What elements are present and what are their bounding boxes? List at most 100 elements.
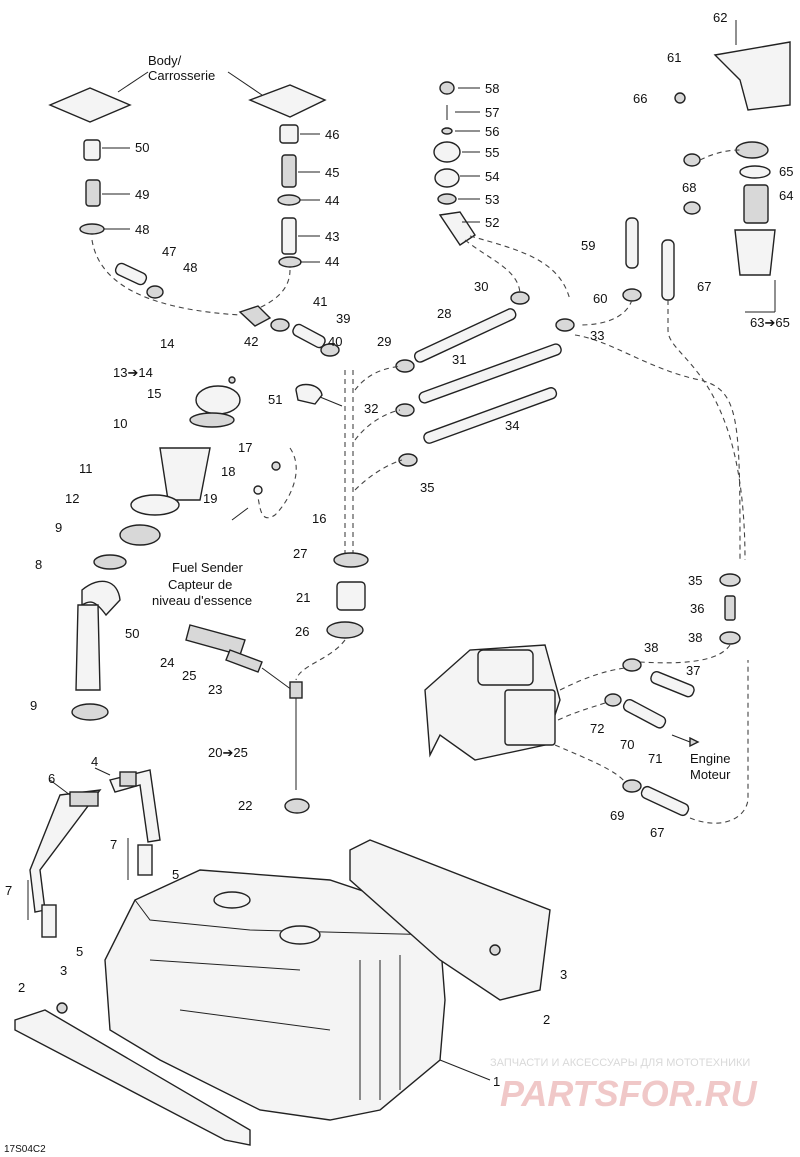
part-11: 11: [79, 461, 93, 476]
part-30: 30: [474, 279, 488, 294]
part-18: 18: [221, 464, 235, 479]
part-5a: 5: [172, 867, 179, 882]
part-46: 46: [325, 127, 339, 142]
part-44a: 44: [325, 193, 339, 208]
fuel-hoses-center: [354, 235, 741, 561]
part-33: 33: [590, 328, 604, 343]
part-57: 57: [485, 105, 499, 120]
part-65: 65: [779, 164, 793, 179]
part-5b: 5: [76, 944, 83, 959]
part-23: 23: [208, 682, 222, 697]
part-24: 24: [160, 655, 174, 670]
part-70: 70: [620, 737, 634, 752]
part-29: 29: [377, 334, 391, 349]
part-15: 15: [147, 386, 161, 401]
part-2b: 2: [543, 1012, 550, 1027]
part-4: 4: [91, 754, 98, 769]
part-38b: 38: [644, 640, 658, 655]
part-67a: 67: [697, 279, 711, 294]
part-1: 1: [493, 1074, 500, 1089]
body-label: Body/: [148, 53, 182, 68]
part-38a: 38: [688, 630, 702, 645]
part-50: 50: [135, 140, 149, 155]
part-61: 61: [667, 50, 681, 65]
part-12: 12: [65, 491, 79, 506]
part-48a: 48: [135, 222, 149, 237]
part-22: 22: [238, 798, 252, 813]
part-17: 17: [238, 440, 252, 455]
range-63-65: 63➔65: [750, 315, 790, 330]
part-40: 40: [328, 334, 342, 349]
part-69: 69: [610, 808, 624, 823]
carrosserie-label: Carrosserie: [148, 68, 215, 83]
vent-valve-left: [79, 139, 130, 235]
watermark-brand: PARTSFOR.RU: [500, 1073, 758, 1114]
fuel-valve: [433, 81, 480, 246]
part-14: 14: [160, 336, 174, 351]
part-21: 21: [296, 590, 310, 605]
part-64: 64: [779, 188, 793, 203]
engine-label: Engine: [690, 751, 730, 766]
part-71: 71: [648, 751, 662, 766]
filler-cap-assembly: [71, 376, 241, 721]
part-60: 60: [593, 291, 607, 306]
part-62: 62: [713, 10, 727, 25]
part-3a: 3: [60, 963, 67, 978]
part-34: 34: [505, 418, 519, 433]
tank-straps: [27, 767, 161, 938]
part-47: 47: [162, 244, 176, 259]
part-72: 72: [590, 721, 604, 736]
tank-supports: [14, 839, 551, 1146]
throttle-body-assembly: [424, 573, 749, 824]
part-42: 42: [244, 334, 258, 349]
part-7a: 7: [110, 837, 117, 852]
part-35b: 35: [688, 573, 702, 588]
part-2a: 2: [18, 980, 25, 995]
part-45: 45: [325, 165, 339, 180]
range-20-25: 20➔25: [208, 745, 248, 760]
part-39: 39: [336, 311, 350, 326]
part-27: 27: [293, 546, 307, 561]
filler-tether: [231, 447, 297, 521]
part-37: 37: [686, 663, 700, 678]
part-56: 56: [485, 124, 499, 139]
watermark-caption: ЗАПЧАСТИ И АКСЕССУАРЫ ДЛЯ МОТОТЕХНИКИ: [490, 1057, 750, 1069]
part-7b: 7: [5, 883, 12, 898]
fuel-sender-wiring: [185, 624, 310, 814]
part-9a: 9: [55, 520, 62, 535]
part-19: 19: [203, 491, 217, 506]
part-67b: 67: [650, 825, 664, 840]
part-25: 25: [182, 668, 196, 683]
part-9b: 9: [30, 698, 37, 713]
vent-y-connector: [91, 239, 340, 357]
part-52: 52: [485, 215, 499, 230]
part-44b: 44: [325, 254, 339, 269]
part-66: 66: [633, 91, 647, 106]
part-36: 36: [690, 601, 704, 616]
part-59: 59: [581, 238, 595, 253]
fuel-sender-label: Fuel Sender: [172, 560, 243, 575]
fuel-filter-assembly: [579, 20, 791, 561]
part-31: 31: [452, 352, 466, 367]
part-53: 53: [485, 192, 499, 207]
part-58: 58: [485, 81, 499, 96]
part-28: 28: [437, 306, 451, 321]
part-48b: 48: [183, 260, 197, 275]
moteur-label: Moteur: [690, 767, 731, 782]
fuel-sender-fr2-label: niveau d'essence: [152, 593, 252, 608]
range-13-14: 13➔14: [113, 365, 153, 380]
part-68: 68: [682, 180, 696, 195]
part-16: 16: [312, 511, 326, 526]
part-1-leader: [439, 1059, 491, 1081]
fuel-tank: [104, 869, 446, 1121]
part-26: 26: [295, 624, 309, 639]
part-41: 41: [313, 294, 327, 309]
oil-drop-50: 50: [125, 626, 139, 641]
part-3b: 3: [560, 967, 567, 982]
part-51: 51: [268, 392, 282, 407]
pickup-fittings: [295, 370, 369, 681]
part-35a: 35: [420, 480, 434, 495]
part-49: 49: [135, 187, 149, 202]
part-10: 10: [113, 416, 127, 431]
